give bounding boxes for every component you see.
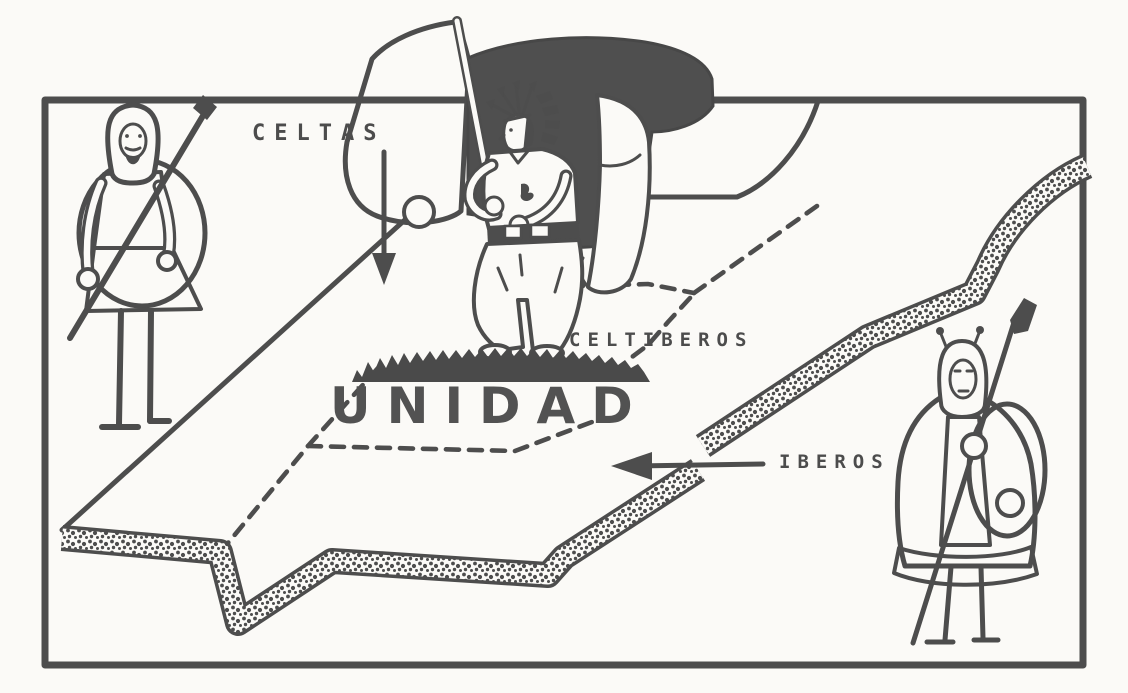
bearer-hair (525, 115, 534, 148)
region-border-dashed-south (305, 419, 595, 454)
iberos-arrow-left-icon (611, 452, 766, 480)
unidad-word: UNIDAD (330, 377, 649, 435)
celta-beard (125, 153, 141, 165)
coast-edge-south (60, 459, 706, 636)
region-border-dashed-northeast (691, 203, 820, 296)
grass-mound (352, 348, 650, 382)
flag-roll (402, 195, 436, 229)
celta-warrior (67, 95, 217, 430)
celtas-arrow-down-icon (372, 149, 396, 285)
celta-left-hand (76, 267, 100, 291)
coast-edge-east (695, 154, 1093, 457)
celta-spear-icon (67, 101, 213, 341)
celta-right-leg (147, 308, 154, 424)
bearer-trousers (471, 238, 585, 353)
ibero-left-leg (942, 564, 954, 643)
ibero-helmet-horn-icon (936, 327, 944, 335)
celta-mustache (124, 146, 142, 152)
celta-face (118, 122, 148, 160)
ibero-spearhead-icon (1010, 298, 1037, 334)
ibero-hem-fringe (892, 545, 1039, 587)
coast-edge-north (632, 98, 821, 200)
coast-edge-northwest (59, 205, 421, 533)
bearer-left-hand (483, 195, 505, 217)
celtas-label: CELTAS (252, 121, 385, 146)
ibero-hand (960, 432, 988, 460)
bearer-chest-emblem-icon (520, 183, 534, 202)
ibero-spear-icon (910, 313, 1019, 646)
iberos-label: IBEROS (779, 451, 890, 473)
celta-right-hand (156, 250, 178, 272)
celta-left-leg (116, 308, 124, 427)
ibero-warrior (892, 298, 1048, 646)
ibero-shield-boss (995, 488, 1025, 518)
region-border-dashed-east (625, 295, 693, 363)
unity-flag-bearer (342, 16, 715, 382)
ibero-right-leg (978, 564, 986, 641)
ibero-helmet-horn-icon (976, 326, 984, 334)
celta-spearhead-icon (193, 95, 217, 120)
celtiberos-label: CELTIBEROS (569, 329, 753, 351)
